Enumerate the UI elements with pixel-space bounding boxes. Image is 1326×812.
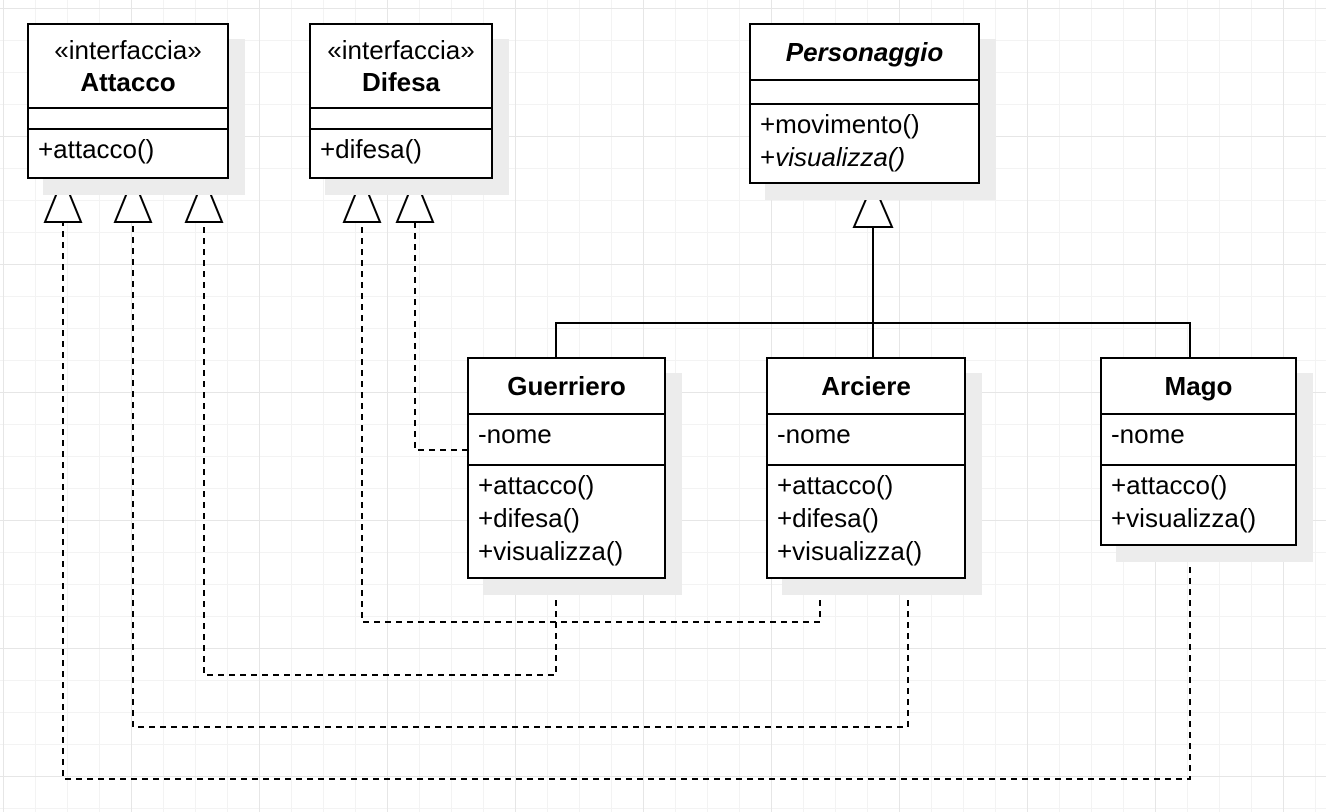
operation-name: visualizza() [775, 142, 906, 172]
operations-compartment: +attacco() [29, 130, 227, 166]
realization-arrowhead-attacco-2 [113, 175, 153, 223]
attribute: -nome [478, 419, 552, 449]
operations-compartment: +attacco() +difesa() +visualizza() [469, 466, 664, 568]
realization-arrowhead-difesa-2 [395, 175, 435, 223]
operation: +difesa() [478, 503, 580, 533]
realization-arrowhead-attacco-1 [43, 175, 83, 223]
realization-arrowhead-difesa-1 [342, 175, 382, 223]
attributes-compartment: -nome [1102, 415, 1295, 466]
stereotype-label: «interfaccia» [54, 35, 202, 65]
attributes-compartment: -nome [469, 415, 664, 466]
class-mago[interactable]: Mago -nome +attacco() +visualizza() [1100, 357, 1297, 546]
operation: +attacco() [1111, 470, 1228, 500]
realization-lines [62, 222, 1191, 780]
attributes-compartment: -nome [768, 415, 964, 466]
operations-compartment: +attacco() +difesa() +visualizza() [768, 466, 964, 568]
class-header: «interfaccia» Difesa [311, 25, 491, 109]
operations-compartment: +difesa() [311, 130, 491, 166]
operation: +difesa() [777, 503, 879, 533]
class-name: Guerriero [507, 371, 626, 401]
operation: +attacco() [38, 134, 155, 164]
operation-abstract: +visualizza() [760, 141, 978, 174]
realization-arciere-difesa-line [361, 222, 821, 623]
operation: +movimento() [760, 109, 920, 139]
class-name: Mago [1164, 371, 1233, 401]
operation: +visualizza() [478, 536, 624, 566]
class-name: Personaggio [785, 37, 944, 67]
class-difesa[interactable]: «interfaccia» Difesa +difesa() [309, 23, 493, 179]
operation: +attacco() [777, 470, 894, 500]
class-header: «interfaccia» Attacco [29, 25, 227, 109]
class-header: Personaggio [751, 25, 978, 81]
attribute: -nome [1111, 419, 1185, 449]
inheritance-arrowhead-personaggio [852, 180, 894, 228]
class-header: Guerriero [469, 359, 664, 415]
operations-compartment: +attacco() +visualizza() [1102, 466, 1295, 535]
class-header: Arciere [768, 359, 964, 415]
operation: +visualizza() [1111, 503, 1257, 533]
operation: +visualizza() [777, 536, 923, 566]
realization-guerriero-attacco-line [203, 222, 557, 676]
realization-arrowhead-attacco-3 [184, 175, 224, 223]
class-guerriero[interactable]: Guerriero -nome +attacco() +difesa() +vi… [467, 357, 666, 579]
operation-visibility: + [760, 142, 776, 172]
class-personaggio[interactable]: Personaggio +movimento() +visualizza() [749, 23, 980, 184]
realization-guerriero-difesa-line [414, 222, 468, 451]
operation: +difesa() [320, 134, 422, 164]
attribute: -nome [777, 419, 851, 449]
realization-mago-attacco-line [62, 222, 1191, 780]
class-arciere[interactable]: Arciere -nome +attacco() +difesa() +visu… [766, 357, 966, 579]
class-attacco[interactable]: «interfaccia» Attacco +attacco() [27, 23, 229, 179]
attributes-compartment [29, 109, 227, 130]
generalization-lines [555, 227, 1191, 358]
attributes-compartment [311, 109, 491, 130]
operation: +attacco() [478, 470, 595, 500]
class-name: Attacco [80, 67, 176, 97]
operations-compartment: +movimento() +visualizza() [751, 105, 978, 174]
attributes-compartment [751, 81, 978, 105]
class-header: Mago [1102, 359, 1295, 415]
stereotype-label: «interfaccia» [327, 35, 475, 65]
class-name: Difesa [361, 67, 441, 97]
class-name: Arciere [821, 371, 911, 401]
